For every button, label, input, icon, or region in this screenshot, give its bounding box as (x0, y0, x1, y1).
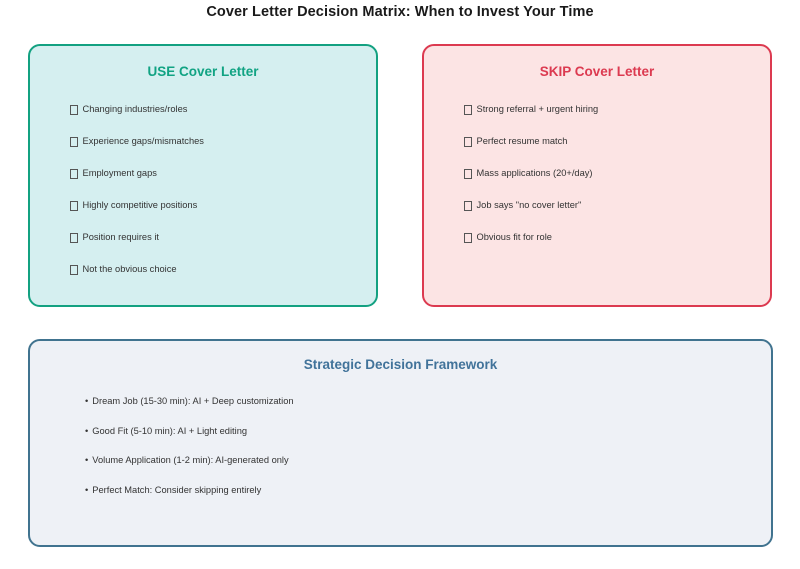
list-item-label: Position requires it (82, 232, 159, 242)
skip-cover-letter-panel: SKIP Cover Letter Strong referral + urge… (422, 44, 772, 307)
missing-glyph-box-icon (70, 201, 78, 211)
list-item-label: Not the obvious choice (82, 264, 177, 274)
list-item: • Dream Job (15-30 min): AI + Deep custo… (85, 396, 751, 426)
missing-glyph-box-icon (70, 233, 78, 243)
list-item-label: Perfect resume match (476, 136, 568, 146)
skip-checklist: Strong referral + urgent hiring Perfect … (464, 104, 754, 264)
strategic-decision-framework-panel: Strategic Decision Framework • Dream Job… (28, 339, 773, 547)
list-item: Highly competitive positions (70, 200, 360, 232)
bullet-icon: • (85, 455, 89, 465)
missing-glyph-box-icon (464, 105, 472, 115)
missing-glyph-box-icon (464, 169, 472, 179)
use-checklist: Changing industries/roles Experience gap… (70, 104, 360, 296)
framework-bullet-list: • Dream Job (15-30 min): AI + Deep custo… (85, 396, 751, 514)
list-item: Strong referral + urgent hiring (464, 104, 754, 136)
list-item-label: Employment gaps (82, 168, 157, 178)
list-item-label: Changing industries/roles (82, 104, 188, 114)
list-item-label: Dream Job (15-30 min): AI + Deep customi… (92, 396, 294, 406)
list-item-label: Mass applications (20+/day) (476, 168, 593, 178)
list-item: Changing industries/roles (70, 104, 360, 136)
framework-panel-heading: Strategic Decision Framework (303, 357, 498, 372)
list-item: Employment gaps (70, 168, 360, 200)
use-panel-heading: USE Cover Letter (147, 64, 259, 79)
list-item-label: Perfect Match: Consider skipping entirel… (92, 484, 262, 495)
bullet-icon: • (85, 484, 89, 495)
missing-glyph-box-icon (70, 137, 78, 147)
list-item: Experience gaps/mismatches (70, 136, 360, 168)
use-cover-letter-panel: USE Cover Letter Changing industries/rol… (28, 44, 378, 307)
list-item: • Perfect Match: Consider skipping entir… (85, 485, 751, 515)
bullet-icon: • (85, 425, 89, 436)
missing-glyph-box-icon (70, 169, 78, 179)
list-item-label: Good Fit (5-10 min): AI + Light editing (92, 425, 248, 436)
list-item-label: Highly competitive positions (82, 200, 198, 210)
page-title: Cover Letter Decision Matrix: When to In… (206, 4, 594, 20)
list-item-label: Strong referral + urgent hiring (476, 104, 599, 114)
missing-glyph-box-icon (70, 265, 78, 275)
list-item-label: Experience gaps/mismatches (82, 136, 204, 146)
missing-glyph-box-icon (70, 105, 78, 115)
bullet-icon: • (85, 396, 89, 406)
list-item: Perfect resume match (464, 136, 754, 168)
list-item-label: Job says "no cover letter" (476, 200, 582, 210)
skip-panel-heading: SKIP Cover Letter (539, 64, 655, 79)
missing-glyph-box-icon (464, 137, 472, 147)
list-item-label: Volume Application (1-2 min): AI-generat… (92, 455, 289, 465)
list-item: Job says "no cover letter" (464, 200, 754, 232)
list-item: Mass applications (20+/day) (464, 168, 754, 200)
list-item: Not the obvious choice (70, 264, 360, 296)
list-item: Position requires it (70, 232, 360, 264)
list-item: Obvious fit for role (464, 232, 754, 264)
list-item-label: Obvious fit for role (476, 232, 552, 242)
list-item: • Good Fit (5-10 min): AI + Light editin… (85, 426, 751, 456)
missing-glyph-box-icon (464, 201, 472, 211)
missing-glyph-box-icon (464, 233, 472, 243)
list-item: • Volume Application (1-2 min): AI-gener… (85, 455, 751, 485)
